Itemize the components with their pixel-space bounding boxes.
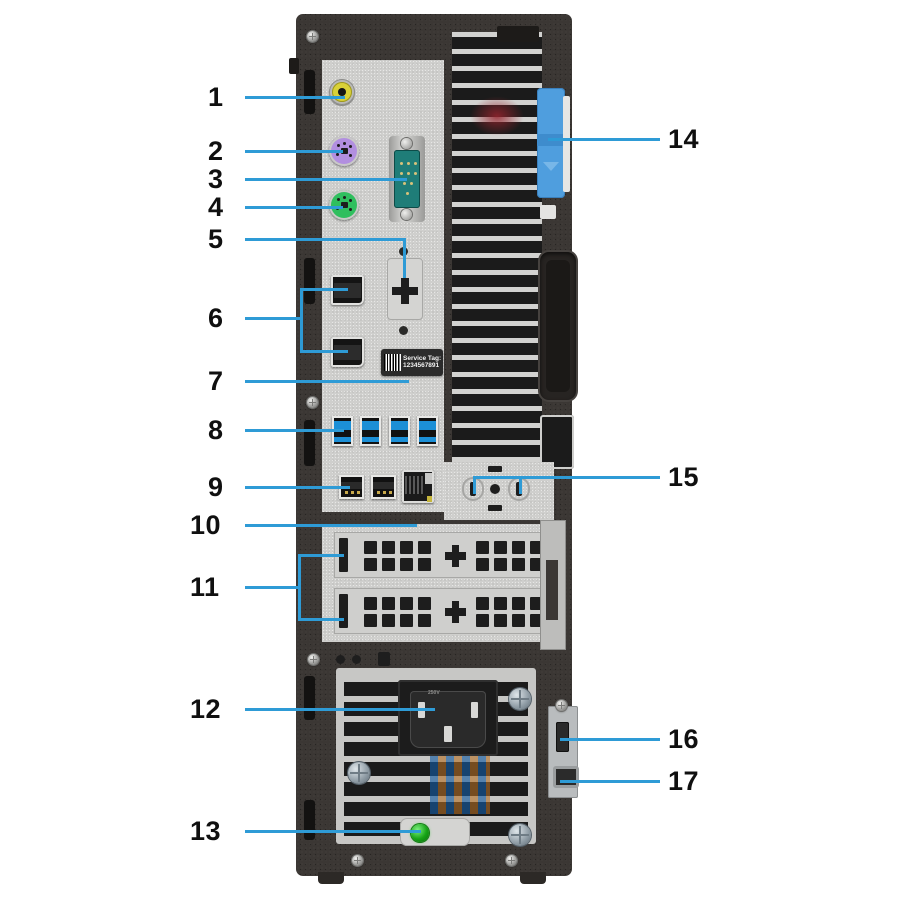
callout-line-11 [245, 586, 300, 589]
callout-bracket-15-stem1 [473, 476, 476, 494]
callout-line-17 [560, 780, 660, 783]
chassis-foot-left [318, 872, 344, 884]
callout-bracket-6-spine [300, 288, 303, 350]
chassis-dot-1 [336, 655, 345, 664]
callout-bracket-11-top [298, 554, 344, 557]
service-tag-title: Service Tag: [403, 354, 442, 362]
callout-line-2 [245, 150, 343, 153]
chassis-tab-small [378, 652, 390, 666]
callout-line-5-drop [403, 238, 406, 278]
line-out-hole [338, 88, 346, 96]
side-vent-3 [304, 420, 315, 466]
callout-line-1 [245, 96, 345, 99]
power-connector-port[interactable]: 250V [398, 680, 498, 756]
callout-line-8 [245, 429, 344, 432]
callout-bracket-15-stem2 [519, 476, 522, 494]
callout-line-15 [473, 476, 660, 479]
callout-line-9 [245, 486, 350, 489]
chassis-screw-mid-left [307, 397, 318, 408]
callout-bracket-11-spine [298, 554, 301, 618]
chassis-screw-top-left [307, 31, 318, 42]
callout-line-4 [245, 206, 343, 209]
security-cable-slot[interactable] [556, 722, 569, 752]
callout-number-7: 7 [208, 366, 224, 396]
chassis-screw-bottom-left [308, 654, 319, 665]
grille-cable-glimpse [470, 96, 524, 136]
callout-number-16: 16 [668, 724, 700, 754]
callout-line-12 [245, 708, 435, 711]
antenna-center-dot [490, 484, 500, 494]
callout-number-8: 8 [208, 415, 224, 445]
callout-line-6 [245, 317, 302, 320]
expansion-card-slot-2[interactable] [334, 588, 550, 634]
callout-number-11: 11 [190, 572, 220, 602]
riser-bracket-notch [546, 560, 558, 620]
callout-number-2: 2 [208, 136, 224, 166]
usb-3-0-port-3[interactable] [389, 416, 410, 446]
usb-3-0-port-4[interactable] [417, 416, 438, 446]
callout-number-12: 12 [190, 694, 222, 724]
padlock-ring[interactable] [553, 766, 579, 788]
callout-bracket-6-bottom [300, 350, 348, 353]
side-vent-1 [304, 70, 315, 114]
callout-line-10 [245, 524, 417, 527]
callout-line-3 [245, 178, 407, 181]
expansion-card-slot-1[interactable] [334, 532, 550, 578]
callout-bracket-11-bottom [298, 618, 344, 621]
callout-line-13 [245, 830, 421, 833]
latch-rail [563, 96, 570, 192]
network-rj45-port[interactable] [402, 470, 434, 503]
down-arrow-icon [543, 162, 559, 171]
callout-line-14 [548, 138, 660, 141]
security-plate-screw [556, 700, 567, 711]
usb-2-0-port-2[interactable] [371, 475, 396, 499]
callout-line-5 [245, 238, 405, 241]
chassis-dot-2 [352, 655, 361, 664]
cover-release-latch[interactable] [537, 88, 565, 198]
side-vent-2 [304, 258, 315, 304]
callout-number-17: 17 [668, 766, 700, 796]
callout-line-16 [560, 738, 660, 741]
psu-thumbscrew-bottom-right[interactable] [509, 824, 531, 846]
chassis-screw-bottom-b [506, 855, 517, 866]
callout-number-1: 1 [208, 82, 224, 112]
chassis-foot-right [520, 872, 546, 884]
top-vent-bar [497, 26, 539, 42]
power-supply-diagnostic-light[interactable] [411, 824, 429, 842]
chassis-top-tab [289, 58, 299, 74]
callout-bracket-6-top [300, 288, 348, 291]
chassis-screw-bottom-a [352, 855, 363, 866]
callout-line-7 [245, 380, 409, 383]
chassis-handle[interactable] [540, 252, 576, 400]
callout-number-9: 9 [208, 472, 224, 502]
callout-number-14: 14 [668, 124, 700, 154]
ps2-mouse-port[interactable] [329, 190, 359, 220]
service-tag-label: Service Tag: 1234567891 [381, 349, 443, 376]
callout-number-3: 3 [208, 164, 224, 194]
side-vent-4 [304, 676, 315, 720]
psu-thumbscrew-top-right[interactable] [509, 688, 531, 710]
callout-number-15: 15 [668, 462, 700, 492]
antenna-tab-upper [488, 466, 502, 472]
callout-number-4: 4 [208, 192, 224, 222]
line-out-audio-port[interactable] [329, 79, 355, 105]
knockout-rivet-bottom [399, 326, 408, 335]
callout-number-6: 6 [208, 303, 224, 333]
callout-number-5: 5 [208, 224, 224, 254]
qr-code-icon [384, 354, 401, 371]
latch-keeper [540, 205, 556, 219]
lower-vent-slot [540, 415, 574, 469]
antenna-tab-lower [488, 505, 502, 511]
service-tag-value: 1234567891 [403, 361, 440, 369]
psu-thumbscrew-mid-left[interactable] [348, 762, 370, 784]
side-vent-5 [304, 800, 315, 840]
callout-number-10: 10 [190, 510, 222, 540]
callout-number-13: 13 [190, 816, 222, 846]
usb-3-0-port-2[interactable] [360, 416, 381, 446]
